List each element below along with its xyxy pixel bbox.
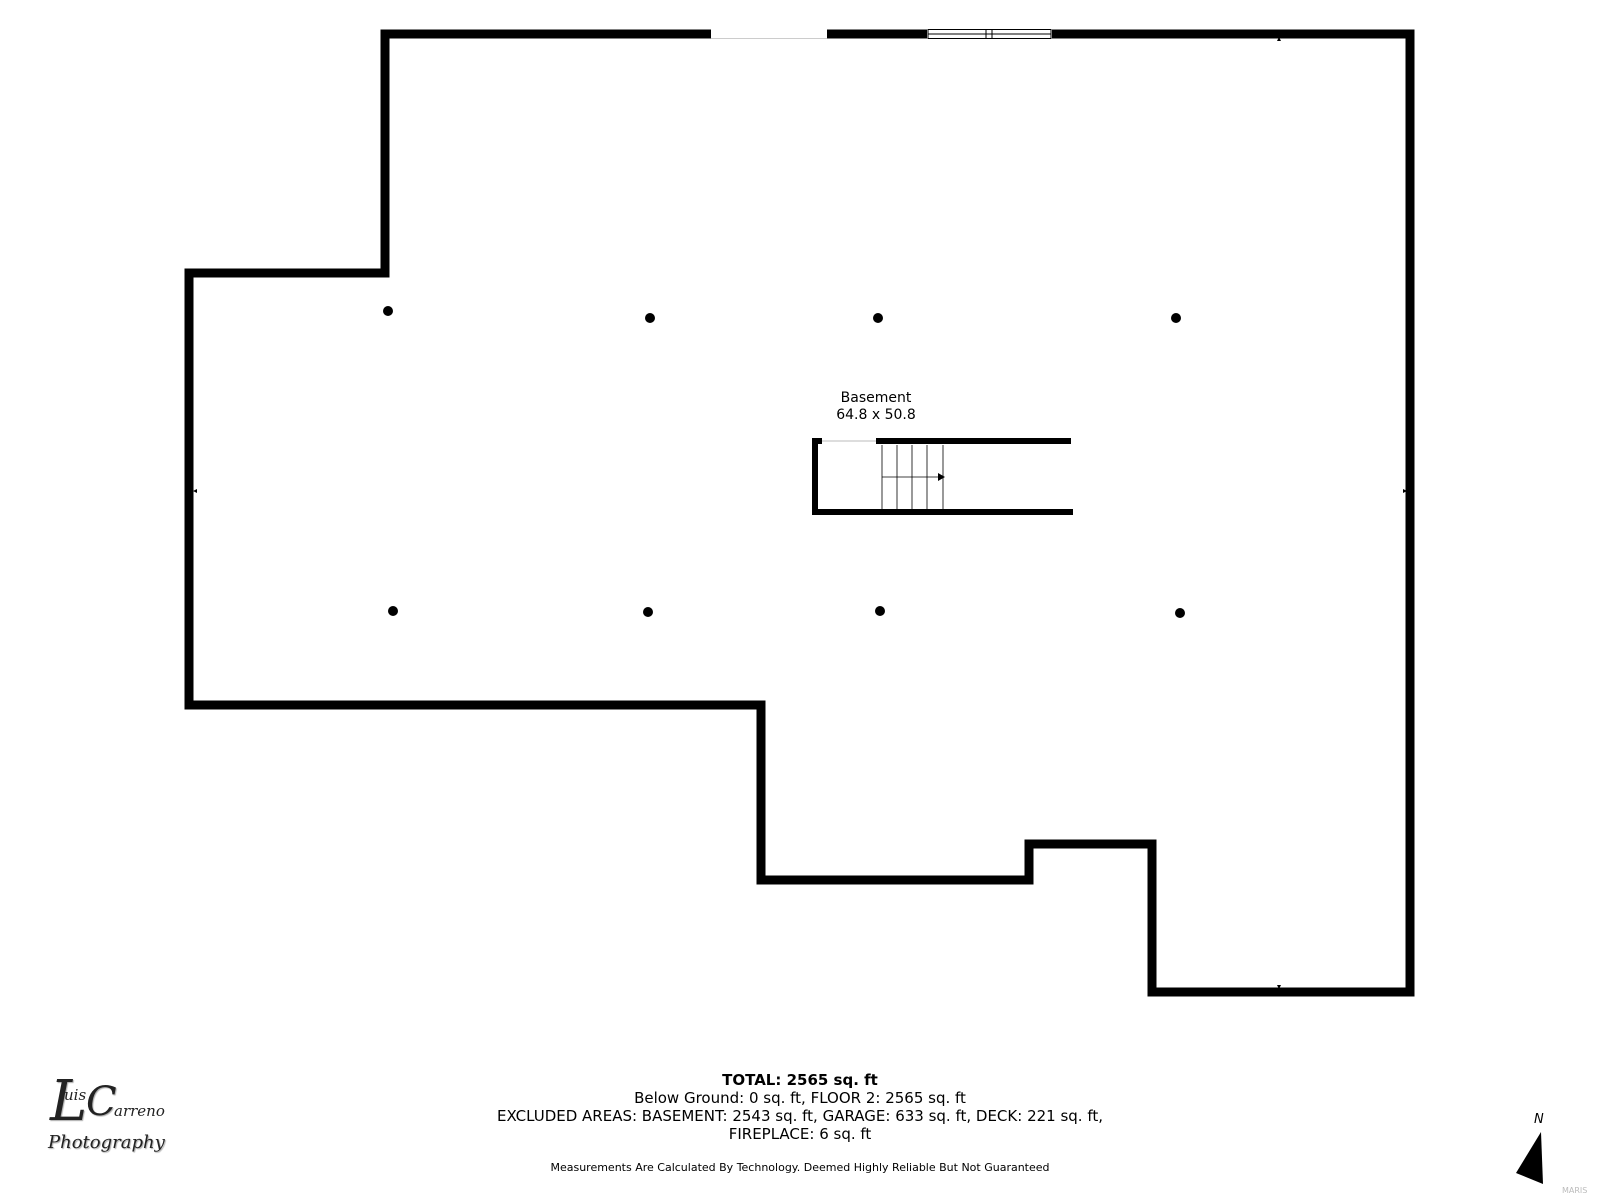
watermark: MARIS — [1562, 1186, 1588, 1195]
window — [927, 28, 1052, 40]
logo-first-name: uis — [64, 1086, 87, 1104]
north-arrow-icon — [1516, 1132, 1543, 1184]
stair-arrow-icon — [938, 473, 945, 481]
room-name: Basement — [840, 390, 912, 406]
logo-initial-c: C — [86, 1079, 117, 1125]
exterior-wall — [184, 29, 1415, 997]
area-breakdown: Below Ground: 0 sq. ft, FLOOR 2: 2565 sq… — [634, 1089, 966, 1107]
photographer-logo: L uis C arreno Photography — [46, 1069, 166, 1156]
total-area: TOTAL: 2565 sq. ft — [722, 1071, 878, 1089]
stairwell — [812, 438, 1073, 515]
logo-initial-l: L — [50, 1069, 88, 1134]
area-summary: TOTAL: 2565 sq. ft Below Ground: 0 sq. f… — [400, 1071, 1200, 1143]
excluded-areas-line1: EXCLUDED AREAS: BASEMENT: 2543 sq. ft, G… — [496, 1107, 1104, 1125]
stairs — [881, 445, 944, 509]
excluded-areas-line2: FIREPLACE: 6 sq. ft — [728, 1125, 872, 1143]
support-columns — [383, 306, 1185, 618]
logo-last-name: arreno — [114, 1102, 165, 1120]
compass-label: N — [1534, 1112, 1544, 1127]
logo-subtitle: Photography — [48, 1132, 165, 1153]
room-dimensions: 64.8 x 50.8 — [836, 407, 916, 423]
room-label: Basement 64.8 x 50.8 — [776, 390, 976, 424]
door-opening — [711, 28, 827, 40]
disclaimer: Measurements Are Calculated By Technolog… — [550, 1161, 1050, 1174]
